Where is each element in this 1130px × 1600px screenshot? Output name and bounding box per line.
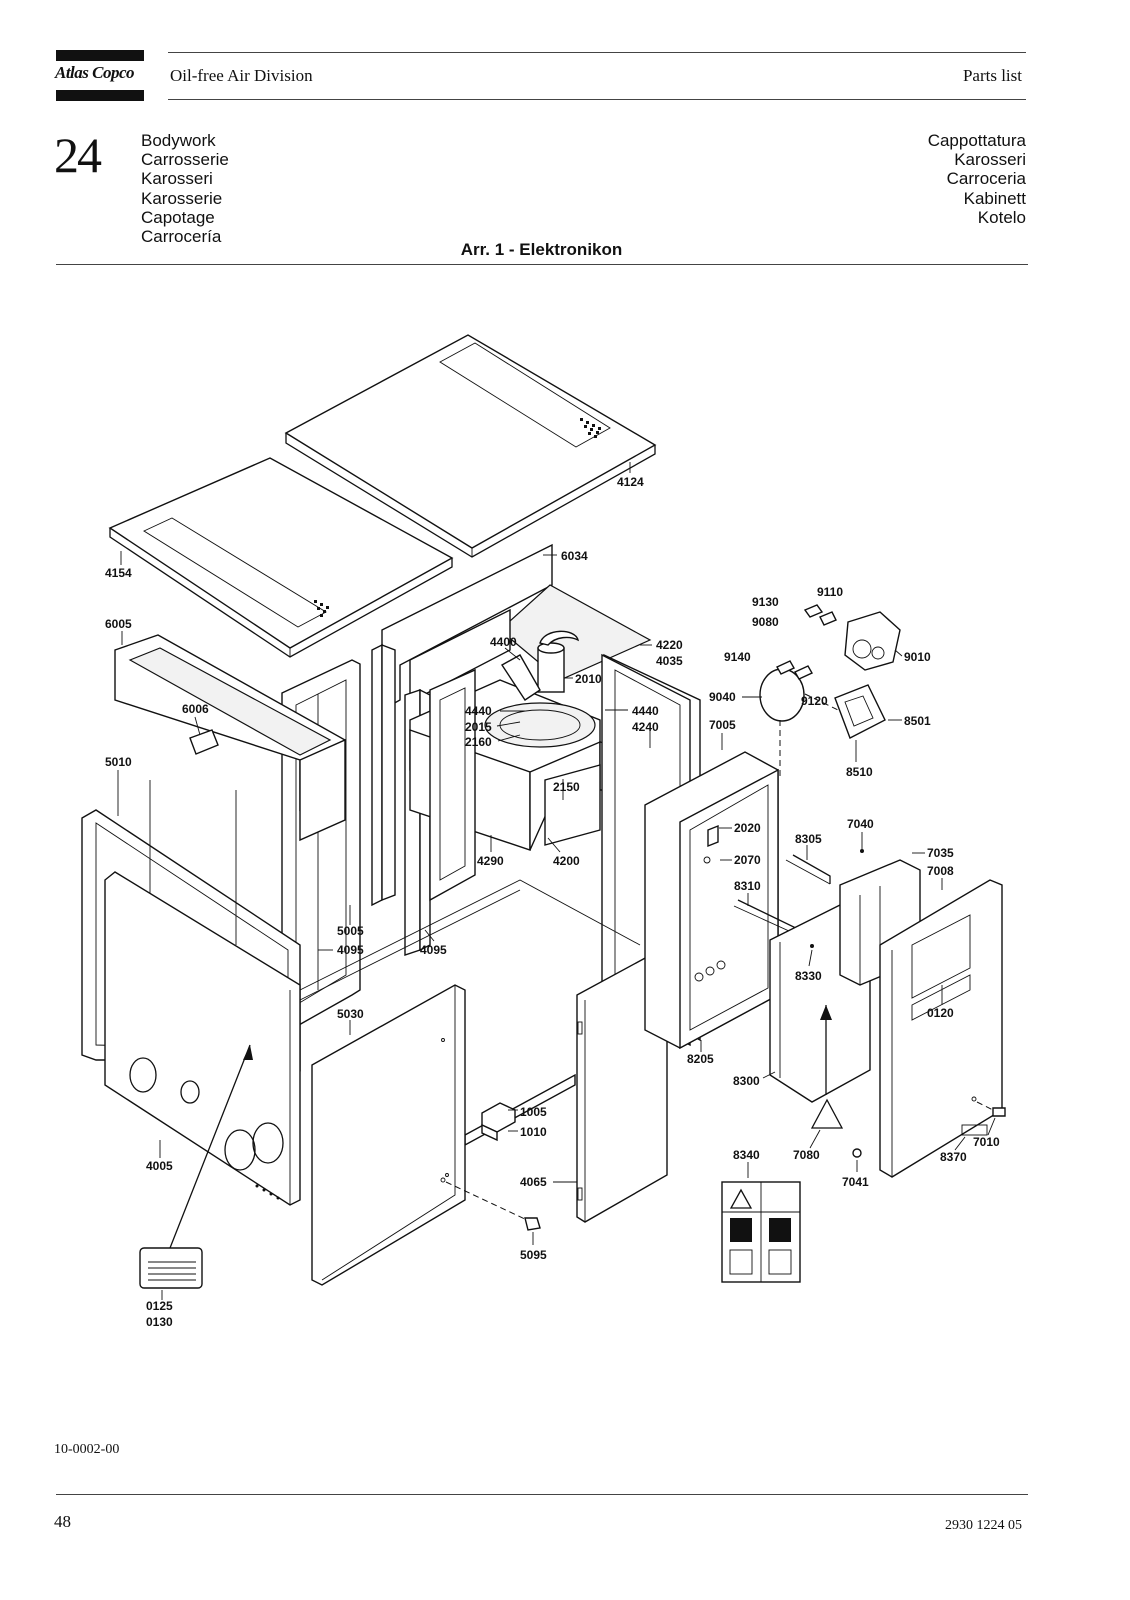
arrangement-subtitle: Arr. 1 - Elektronikon xyxy=(460,240,623,259)
part-label-6006: 6006 xyxy=(182,702,209,716)
part-label-1005: 1005 xyxy=(520,1105,547,1119)
part-label-2070: 2070 xyxy=(734,853,761,867)
part-label-4005: 4005 xyxy=(146,1159,173,1173)
roof-panel-rear xyxy=(284,334,657,558)
title-right: Carroceria xyxy=(946,169,1026,189)
part-label-4400: 4400 xyxy=(490,635,517,649)
page-header: Atlas Copco Oil-free Air Division Parts … xyxy=(0,0,1130,280)
part-label-4440: 4440 xyxy=(632,704,659,718)
front-top-duct xyxy=(114,634,346,842)
part-label-4095: 4095 xyxy=(420,943,447,957)
part-label-8340: 8340 xyxy=(733,1148,760,1162)
logo-bar-top xyxy=(56,50,144,61)
part-label-4065: 4065 xyxy=(520,1175,547,1189)
part-label-5010: 5010 xyxy=(105,755,132,769)
part-label-2150: 2150 xyxy=(553,780,580,794)
part-label-4154: 4154 xyxy=(105,566,132,580)
part-label-8310: 8310 xyxy=(734,879,761,893)
part-label-9130: 9130 xyxy=(752,595,779,609)
chapter-titles-left: Bodywork Carrosserie Karosseri Karosseri… xyxy=(141,131,229,246)
part-label-4220: 4220 xyxy=(656,638,683,652)
leader-lines xyxy=(117,462,996,1300)
chapter-titles-right: Cappottatura Karosseri Carroceria Kabine… xyxy=(928,131,1026,227)
header-rule-top xyxy=(168,52,1026,53)
title-right: Kabinett xyxy=(963,188,1026,208)
title-left: Carrocería xyxy=(141,227,222,247)
warning-sticker xyxy=(721,1005,844,1283)
title-left: Karosserie xyxy=(141,188,223,208)
part-label-9110: 9110 xyxy=(817,585,843,599)
front-left-panel xyxy=(104,871,301,1206)
part-label-8305: 8305 xyxy=(795,832,822,846)
title-rule xyxy=(56,264,1028,265)
part-label-2160: 2160 xyxy=(465,735,492,749)
part-label-4095: 4095 xyxy=(337,943,364,957)
logo-bar-bottom xyxy=(56,90,144,101)
division-name: Oil-free Air Division xyxy=(170,66,313,85)
header-rule-bottom xyxy=(168,99,1026,100)
part-label-6005: 6005 xyxy=(105,617,132,631)
part-label-2020: 2020 xyxy=(734,821,761,835)
part-label-4290: 4290 xyxy=(477,854,504,868)
fasteners xyxy=(440,849,1006,1231)
title-left: Bodywork xyxy=(141,131,216,150)
part-label-8205: 8205 xyxy=(687,1052,714,1066)
drawing-id: 10-0002-00 xyxy=(54,1442,120,1457)
title-left: Capotage xyxy=(141,207,215,227)
part-label-2015: 2015 xyxy=(465,720,492,734)
footer-rule xyxy=(56,1494,1028,1495)
part-label-4240: 4240 xyxy=(632,720,659,734)
part-label-0125: 0125 xyxy=(146,1299,173,1313)
title-left: Karosseri xyxy=(141,169,213,189)
electrical-cabinet xyxy=(644,751,831,1050)
part-label-0120: 0120 xyxy=(927,1006,954,1020)
chapter-number: 24 xyxy=(54,127,102,183)
part-label-9140: 9140 xyxy=(724,650,751,664)
part-label-4035: 4035 xyxy=(656,654,683,668)
title-right: Cappottatura xyxy=(927,131,1026,150)
part-label-0130: 0130 xyxy=(146,1315,173,1329)
part-label-5005: 5005 xyxy=(337,924,364,938)
roof-panel-front xyxy=(108,457,454,658)
part-label-7008: 7008 xyxy=(927,864,954,878)
part-label-7041: 7041 xyxy=(842,1175,869,1189)
document-number: 2930 1224 05 xyxy=(945,1518,1022,1533)
part-label-7080: 7080 xyxy=(793,1148,820,1162)
part-label-4124: 4124 xyxy=(617,475,644,489)
title-right: Kotelo xyxy=(977,207,1026,227)
title-left: Carrosserie xyxy=(141,150,229,170)
title-right: Karosseri xyxy=(954,150,1026,170)
part-label-4200: 4200 xyxy=(553,854,580,868)
part-label-8330: 8330 xyxy=(795,969,822,983)
part-number-labels: 4124 4154 6034 6005 4400 4220 4035 2010 … xyxy=(105,475,1000,1329)
document-type: Parts list xyxy=(962,66,1022,85)
part-label-9040: 9040 xyxy=(709,690,736,704)
part-label-8300: 8300 xyxy=(733,1074,760,1088)
atlas-copco-logo: Atlas Copco xyxy=(55,63,135,82)
page-number: 48 xyxy=(54,1512,71,1531)
part-label-7005: 7005 xyxy=(709,718,736,732)
data-plate xyxy=(139,1044,253,1289)
part-label-6034: 6034 xyxy=(561,549,588,563)
part-label-7040: 7040 xyxy=(847,817,874,831)
part-label-8510: 8510 xyxy=(846,765,873,779)
front-middle-panel xyxy=(311,984,466,1286)
part-label-9080: 9080 xyxy=(752,615,779,629)
part-label-4440: 4440 xyxy=(465,704,492,718)
part-label-8370: 8370 xyxy=(940,1150,967,1164)
part-label-5095: 5095 xyxy=(520,1248,547,1262)
part-label-8501: 8501 xyxy=(904,714,931,728)
part-label-7010: 7010 xyxy=(973,1135,1000,1149)
part-label-7035: 7035 xyxy=(927,846,954,860)
hinge-bracket xyxy=(481,1102,516,1142)
part-label-9120: 9120 xyxy=(801,694,828,708)
part-label-1010: 1010 xyxy=(520,1125,547,1139)
part-label-2010: 2010 xyxy=(575,672,602,686)
part-label-5030: 5030 xyxy=(337,1007,364,1021)
exploded-view-drawing: 4124 4154 6034 6005 4400 4220 4035 2010 … xyxy=(81,334,1006,1329)
part-label-9010: 9010 xyxy=(904,650,931,664)
fan-guard-parts xyxy=(759,604,901,780)
